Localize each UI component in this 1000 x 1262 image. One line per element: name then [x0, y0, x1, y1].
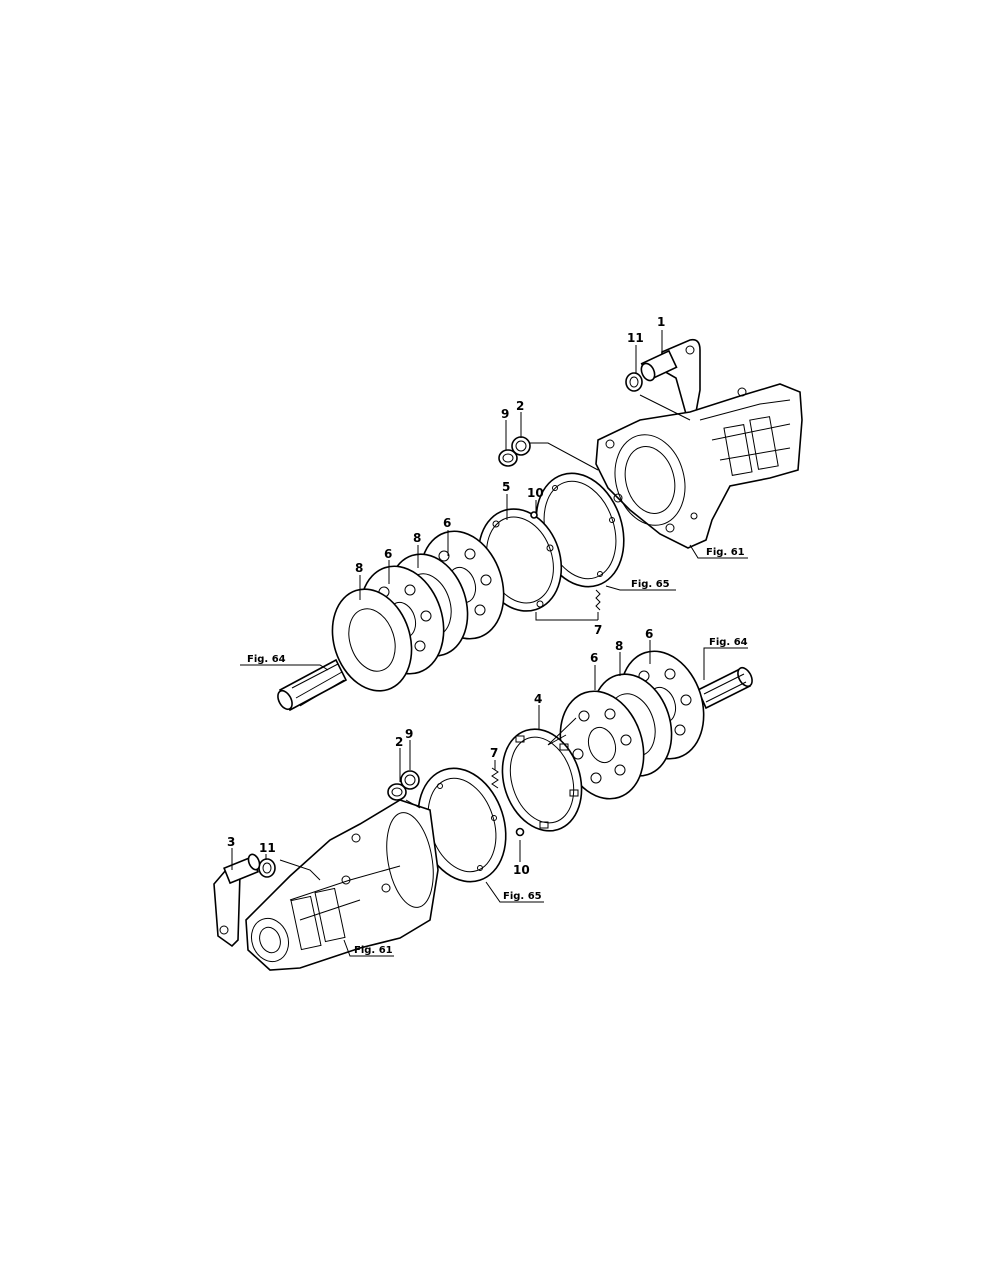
- part-11-washer-upper: [625, 372, 643, 392]
- callout-9-upper: 9: [501, 407, 509, 421]
- callout-8-lower: 8: [615, 639, 623, 653]
- callout-1: 1: [657, 315, 665, 329]
- part-7-spring-lower: [491, 767, 499, 789]
- part-1-brake-lever: [640, 338, 701, 418]
- part-10-ball-lower: [515, 827, 525, 837]
- callout-6-lower-b: 6: [645, 627, 653, 641]
- part-7-spring-upper: [595, 589, 601, 611]
- callout-labels: 1 11 9 2 10 5 6 8 6 8 7 4 7 6 8 6 2 9 11…: [227, 315, 665, 877]
- ref-fig-61-upper: Fig. 61: [706, 547, 745, 558]
- splined-shaft-lower: [696, 666, 753, 710]
- callout-2-lower: 2: [395, 735, 403, 749]
- callout-7-lower: 7: [490, 746, 498, 760]
- figure-references: Fig. 61 Fig. 65 Fig. 64 Fig. 64 Fig. 65 …: [247, 547, 748, 956]
- callout-11-lower: 11: [259, 841, 276, 855]
- callout-8-upper-a: 8: [355, 561, 363, 575]
- splined-shaft-upper: [277, 658, 348, 712]
- callout-8-upper-b: 8: [413, 531, 421, 545]
- callout-10-upper: 10: [527, 486, 544, 500]
- part-2-seal-upper: [511, 436, 531, 456]
- part-10-ball-upper: [530, 511, 538, 519]
- callout-6-lower-a: 6: [590, 651, 598, 665]
- part-9-ring-upper: [498, 449, 518, 467]
- callout-9-lower: 9: [405, 727, 413, 741]
- part-11-washer-lower: [258, 858, 276, 878]
- callout-10-lower: 10: [513, 863, 530, 877]
- callout-6-upper-a: 6: [384, 547, 392, 561]
- transmission-housing-upper: [595, 383, 803, 549]
- ref-fig-64-lower: Fig. 64: [709, 637, 748, 648]
- callout-4: 4: [534, 692, 542, 706]
- callout-6-upper-b: 6: [443, 516, 451, 530]
- callout-11-upper: 11: [627, 331, 644, 345]
- part-3-brake-lever: [213, 853, 261, 948]
- part-9-ring-lower: [400, 770, 420, 790]
- callout-2-upper: 2: [516, 399, 524, 413]
- callout-5: 5: [502, 480, 510, 494]
- callout-7-upper: 7: [594, 623, 602, 637]
- part-8-steel-plate-upper-a: [331, 588, 413, 692]
- part-2-seal-lower: [387, 783, 407, 801]
- ref-fig-65-lower: Fig. 65: [503, 891, 542, 902]
- leader-lines: [231, 330, 748, 957]
- transmission-housing-lower: [245, 799, 439, 971]
- ref-fig-65-upper: Fig. 65: [631, 579, 670, 590]
- part-4-actuator-plate: [501, 728, 583, 832]
- callout-3: 3: [227, 835, 235, 849]
- ref-fig-61-lower: Fig. 61: [354, 945, 393, 956]
- ref-fig-64-upper: Fig. 64: [247, 654, 286, 665]
